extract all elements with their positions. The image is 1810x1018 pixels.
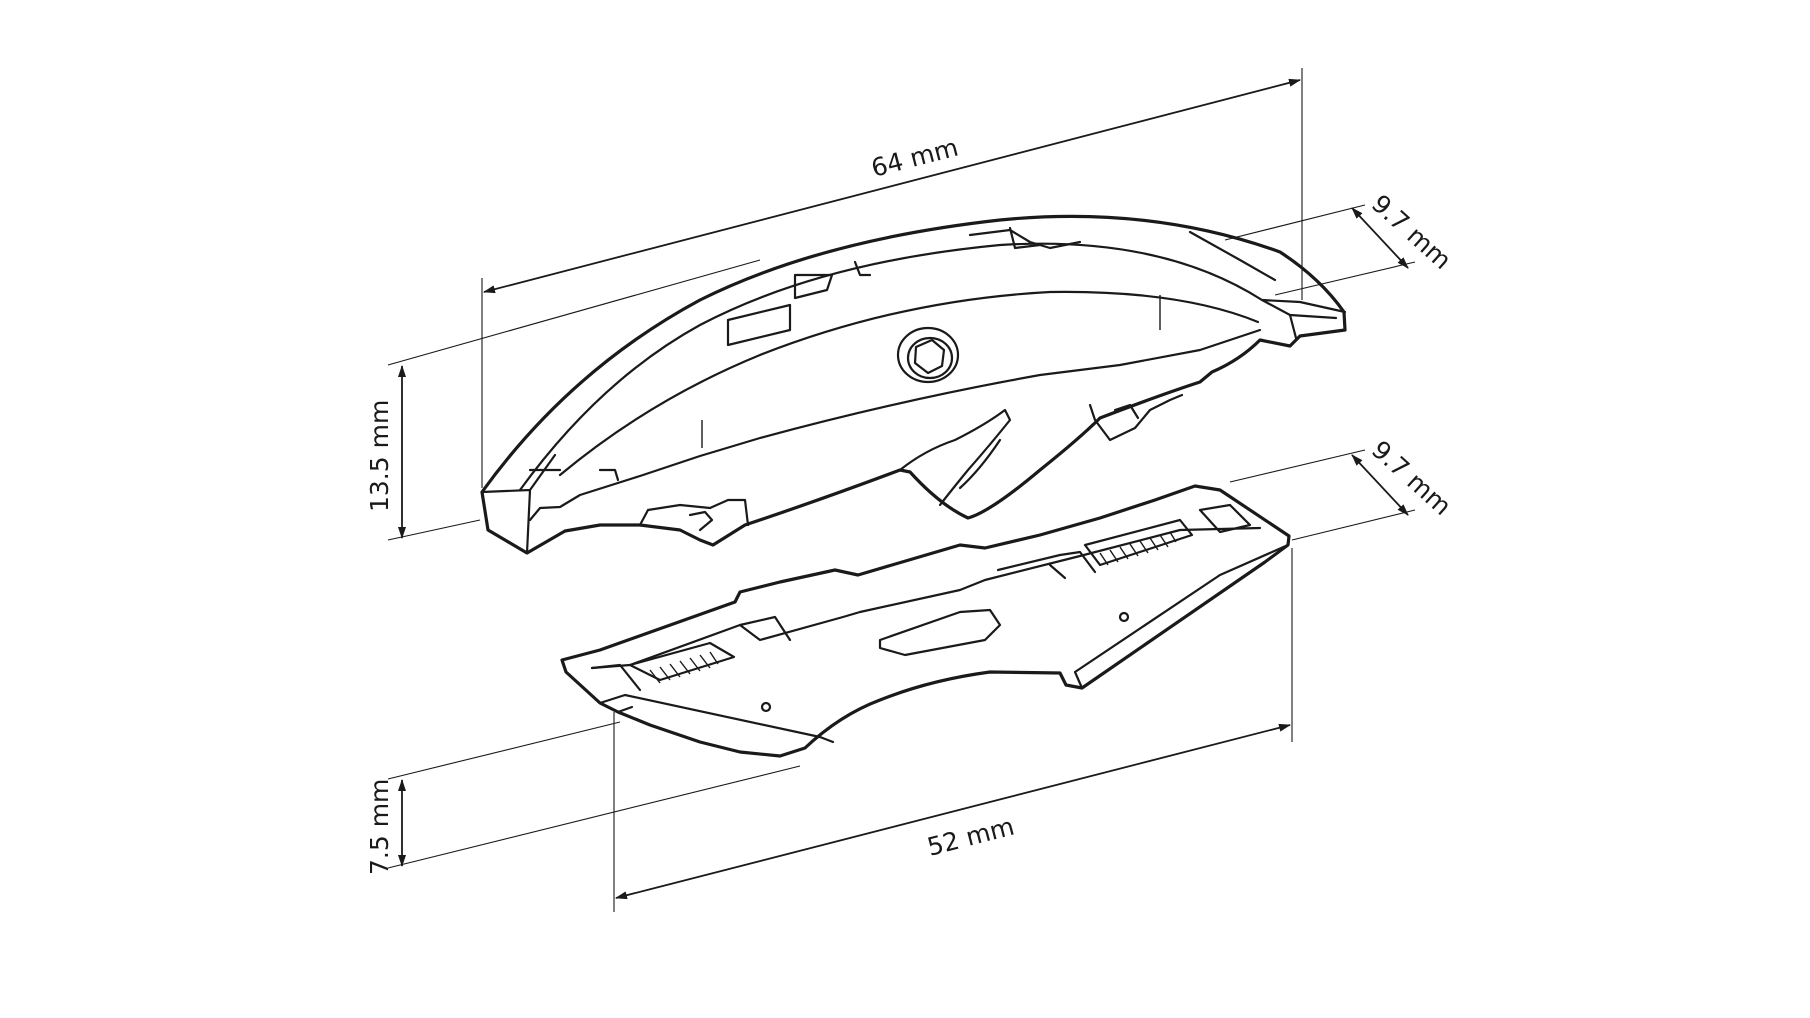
lower-grip-left bbox=[590, 641, 736, 692]
lower-top-edge bbox=[590, 526, 1262, 670]
label-upper-depth: 9.7 mm bbox=[1366, 189, 1457, 275]
label-upper-height: 13.5 mm bbox=[365, 400, 394, 512]
upper-right-end bbox=[1260, 298, 1347, 340]
label-lower-depth: 9.7 mm bbox=[1366, 435, 1457, 521]
lower-grip-right bbox=[1083, 503, 1252, 567]
label-upper-length: 64 mm bbox=[868, 133, 961, 183]
lower-hole-right bbox=[1118, 611, 1130, 623]
upper-front-arc bbox=[558, 290, 1260, 477]
lower-hole-left bbox=[760, 701, 772, 713]
hex-socket bbox=[896, 326, 960, 384]
dimension-13-5mm: 13.5 mm bbox=[365, 259, 761, 541]
upper-left-end bbox=[480, 453, 557, 555]
label-lower-length: 52 mm bbox=[924, 812, 1017, 862]
upper-hook-right bbox=[1088, 393, 1184, 442]
lower-center-tab bbox=[878, 608, 1002, 657]
upper-front-arc-lower bbox=[528, 328, 1262, 522]
upper-hook-left bbox=[638, 498, 750, 527]
label-lower-height: 7.5 mm bbox=[365, 779, 394, 875]
upper-hook-center bbox=[898, 408, 1012, 507]
